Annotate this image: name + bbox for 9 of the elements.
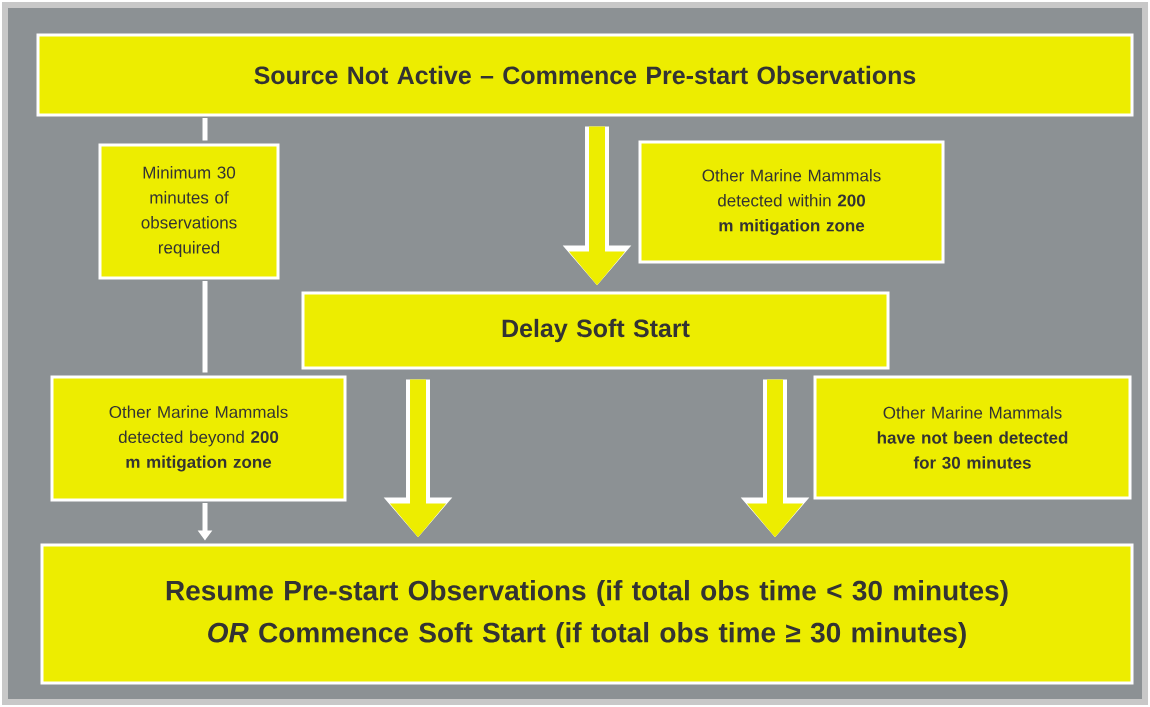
note-box: Minimum 30 minutes of observations required: [98, 143, 280, 280]
condition-box: Other Marine Mammals have not been detected for 30 minutes: [813, 375, 1132, 500]
connector-line: [202, 118, 208, 141]
connector-line: [202, 281, 208, 373]
outcome-box: Resume Pre-start Observations (if total obs time < 30 minutes) OR Commence Soft Start (if total obs time ≥ 30 minutes): [40, 543, 1134, 685]
condition-box: Other Marine Mammals detected within 200 m mitigation zone: [638, 140, 945, 264]
condition-box: Other Marine Mammals detected beyond 200 m mitigation zone: [50, 375, 347, 502]
process-box: Source Not Active – Commence Pre-start Observations: [36, 33, 1134, 117]
process-box: Delay Soft Start: [301, 291, 890, 370]
